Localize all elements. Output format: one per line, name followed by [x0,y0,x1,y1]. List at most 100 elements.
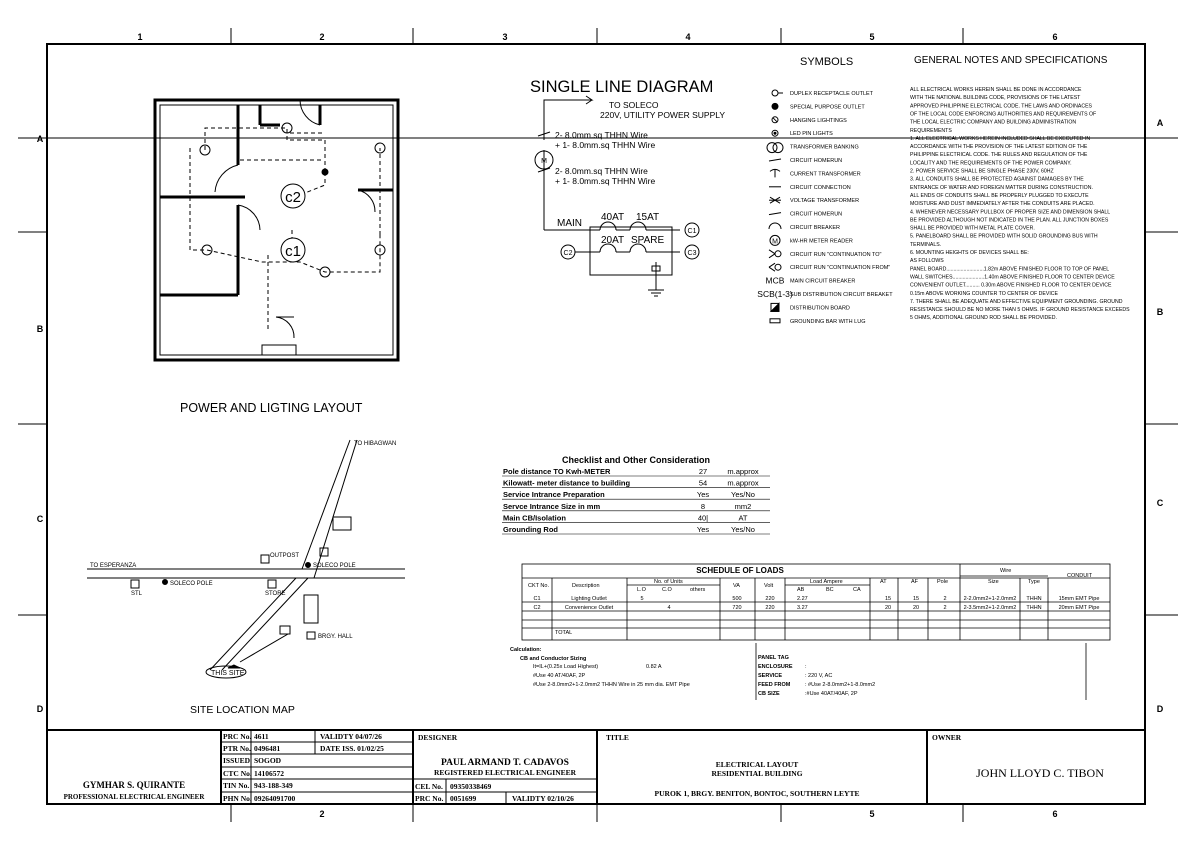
engineer-title: PROFESSIONAL ELECTRICAL ENGINEER [64,793,206,801]
title-block [47,729,1145,804]
symbol-label: GROUNDING BAR WITH LUG [790,319,865,325]
sld-label: 15AT [636,212,659,223]
checklist-unit: m.approx [727,479,759,488]
owner-name: JOHN LLOYD C. TIBON [976,766,1104,780]
note-line: PANEL BOARD..........................1.8… [910,266,1109,272]
column-label: 6 [1052,32,1057,42]
layout-circuit-tags: c2 c1 [280,183,306,263]
note-line: ENTRANCE OF WATER AND FOREIGN MATTER DUR… [910,185,1093,191]
designer-title: REGISTERED ELECTRICAL ENGINEER [434,768,577,777]
panel-row: SERVICE: 220 V, AC [758,673,832,679]
single-line-diagram: SINGLE LINE DIAGRAM [530,78,725,297]
symbol-label: SUB DISTRIBUTION CIRCUIT BREAKET [790,292,893,298]
symbol-icon [768,222,782,230]
checklist-unit: Yes/No [731,525,755,534]
sld-label: 20AT [601,235,624,246]
symbol-icon [769,318,781,324]
engineer-name: GYMHAR S. QUIRANTE [83,780,185,790]
table-cell: 2 [943,605,946,611]
checklist-title: Checklist and Other Consideration [562,455,710,465]
symbol-row: CIRCUIT HOMERUN [768,212,842,218]
row-label: B [1157,307,1164,317]
symbol-code: M [772,238,778,245]
row-label: D [37,704,44,714]
map-label: TO ESPERANZA [90,563,136,569]
calc-sub: CB and Conductor Sizing [520,656,586,662]
map-label: THIS SITE [211,670,245,677]
calc-line: 0.82 A [646,664,662,670]
symbol-label: CIRCUIT BREAKER [790,225,840,231]
symbol-row: GROUNDING BAR WITH LUG [769,318,865,325]
schedule-header: CONDUIT [1067,573,1093,579]
tb-label: PRC No. [223,732,251,741]
tb-value: 4611 [254,732,269,741]
column-label: 5 [869,32,874,42]
note-line: BE PROVIDED ALTHOUGH NOT INDICATED IN TH… [910,217,1109,223]
column-label: 1 [137,32,142,42]
checklist-value: Yes [697,525,709,534]
schedule-header: No. of Units [654,579,683,585]
symbol-label: CIRCUIT RUN "CONTINUATION TO" [790,252,882,258]
checklist-value: 27 [699,467,707,476]
schedule-header: Pole [937,579,948,585]
schedule-header: Wire [1000,568,1011,574]
schedule-header: C.O [662,587,673,593]
symbol-row: CIRCUIT BREAKER [768,222,840,231]
map-label: SOLECO POLE [170,581,213,587]
note-line: 6. MOUNTING HEIGHTS OF DEVICES SHALL BE: [910,250,1029,256]
symbol-icon [768,212,782,216]
sld-label: 220V, UTILITY POWER SUPPLY [600,110,725,120]
table-cell: 15mm EMT Pipe [1059,596,1100,602]
checklist-value: 40| [698,513,708,522]
column-label: 5 [869,809,874,819]
symbol-label: kW-HR METER READER [790,238,853,244]
checklist-item: Pole distance TO Kwh-METER [503,467,611,476]
note-line: SHALL BE PROVIDED WITH METAL PLATE COVER… [910,226,1035,232]
title-block-text: GYMHAR S. QUIRANTE PROFESSIONAL ELECTRIC… [64,732,1105,803]
map-label: TO HIBAGWAN [354,441,396,447]
schedule-headers: SCHEDULE OF LOADS CKT No. Description No… [528,566,1093,636]
sld-label: 2- 8.0mm.sq THHN Wire [555,166,648,176]
sld-label: MAIN [557,218,582,229]
site-map-title: SITE LOCATION MAP [190,704,295,716]
checklist-item: Kilowatt- meter distance to building [503,479,631,488]
symbol-row: CIRCUIT RUN "CONTINUATION TO" [768,249,882,259]
tb-value: VALIDTY 04/07/26 [320,732,382,741]
symbol-row: CIRCUIT HOMERUN [768,158,842,164]
table-cell: 20mm EMT Pipe [1059,605,1100,611]
calculation: Calculation: CB and Conductor Sizing It=… [510,647,690,688]
tb-label: TIN No. [223,781,249,790]
symbol-label: CIRCUIT HOMERUN [790,158,842,164]
symbol-icon [769,234,781,246]
schedule-header: Description [572,583,600,589]
checklist-unit: AT [738,513,747,522]
note-line: ALL ENDS OF CONDUITS SHALL BE PROPERLY P… [910,193,1089,199]
note-line: ACCORDANCE WITH THE PROVISION OF THE LAT… [910,144,1088,150]
circuit-tag-c1 [280,237,306,263]
table-cell: 15 [885,596,891,602]
outlet-icon [199,144,211,156]
note-line: ALL ELECTRICAL WORKS HEREIN SHALL BE DON… [910,87,1082,93]
table-cell: 220 [765,596,774,602]
note-line: WITH THE NATIONAL BUILDING CODE, PROVISI… [910,95,1081,101]
symbol-icon [768,249,782,259]
schedule-title: SCHEDULE OF LOADS [696,566,784,575]
outlet-symbols [199,122,386,278]
circuit-tag-label: c1 [285,243,301,260]
symbol-row: DISTRIBUTION BOARD [769,302,850,312]
symbol-icon [769,196,781,204]
symbol-row: TRANSFORMER BANKING [766,142,859,154]
drawing-subtitle: RESIDENTIAL BUILDING [711,769,802,778]
tb-value: 09264091700 [254,794,296,803]
column-label: 4 [685,32,690,42]
checklist-value: 54 [699,479,707,488]
sld-title: SINGLE LINE DIAGRAM [530,78,713,96]
schedule-header: Type [1028,579,1040,585]
table-cell: 20 [885,605,891,611]
